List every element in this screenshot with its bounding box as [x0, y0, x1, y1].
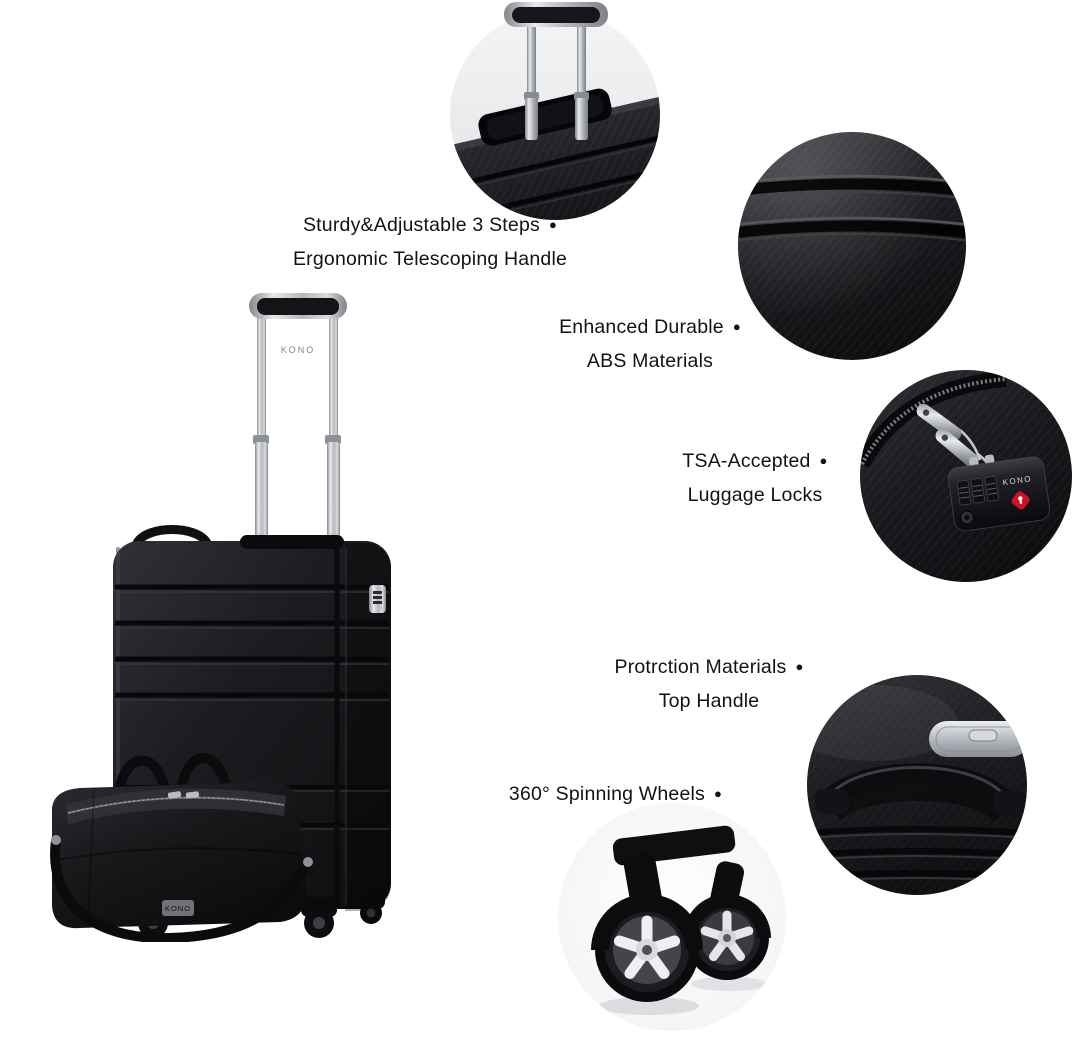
combination-lock: KONO: [947, 454, 1051, 532]
feature-line-1: Sturdy&Adjustable 3 Steps●: [302, 214, 558, 236]
shoulder-strap: [50, 835, 313, 942]
tsa-lock-callout-photo: KONO: [860, 370, 1072, 582]
tsa-lock: [369, 585, 386, 613]
feature-label-spinning-wheels: 360° Spinning Wheels●: [468, 777, 763, 811]
duffel-body: [52, 782, 307, 929]
feature-line-2: Ergonomic Telescoping Handle: [292, 248, 568, 270]
brand-text: KONO: [281, 345, 316, 355]
spinner-wheels-callout-photo: [558, 803, 786, 1031]
handle-callout-photo: [450, 2, 660, 220]
zipper-track: [860, 371, 1007, 468]
feature-label-abs-materials: Enhanced Durable● ABS Materials: [545, 310, 755, 378]
front-wheel: [591, 853, 703, 1002]
telescoping-handle: [249, 293, 347, 550]
top-carry-handle: [132, 525, 212, 548]
feature-line-2: Luggage Locks: [687, 484, 823, 506]
feature-line-2: ABS Materials: [586, 350, 714, 372]
feature-label-telescoping-handle: Sturdy&Adjustable 3 Steps● Ergonomic Tel…: [255, 208, 605, 276]
duffel-handles: [113, 753, 233, 805]
bullet-dot: ●: [732, 319, 741, 334]
feature-label-tsa-lock: TSA-Accepted● Luggage Locks: [655, 444, 855, 512]
bullet-dot: ●: [714, 786, 723, 801]
brand-tag: KONO: [162, 900, 194, 916]
telescoping-handle: [504, 2, 608, 140]
feature-label-top-handle: Protrction Materials● Top Handle: [598, 650, 820, 718]
top-handle-callout-photo: [807, 675, 1027, 895]
feature-line-1: Protrction Materials●: [614, 656, 804, 678]
brand-text: KONO: [165, 904, 191, 913]
rear-wheel: [683, 861, 771, 980]
brand-text: KONO: [1002, 474, 1033, 487]
feature-line-2: Top Handle: [658, 690, 760, 712]
feature-line-1: Enhanced Durable●: [559, 316, 741, 338]
bullet-dot: ●: [819, 453, 828, 468]
duffel-bag-photo: KONO: [50, 753, 313, 942]
abs-material-callout-photo: [738, 132, 966, 360]
suitcase-photo: KONO: [113, 293, 391, 938]
tsa-red-logo: [1011, 491, 1030, 510]
bullet-dot: ●: [548, 217, 558, 232]
lock-dials: [956, 476, 999, 506]
ridge-grooves: [738, 174, 966, 242]
feature-line-1: TSA-Accepted●: [682, 450, 828, 472]
bullet-dot: ●: [795, 659, 804, 674]
feature-line-1: 360° Spinning Wheels●: [508, 783, 723, 805]
